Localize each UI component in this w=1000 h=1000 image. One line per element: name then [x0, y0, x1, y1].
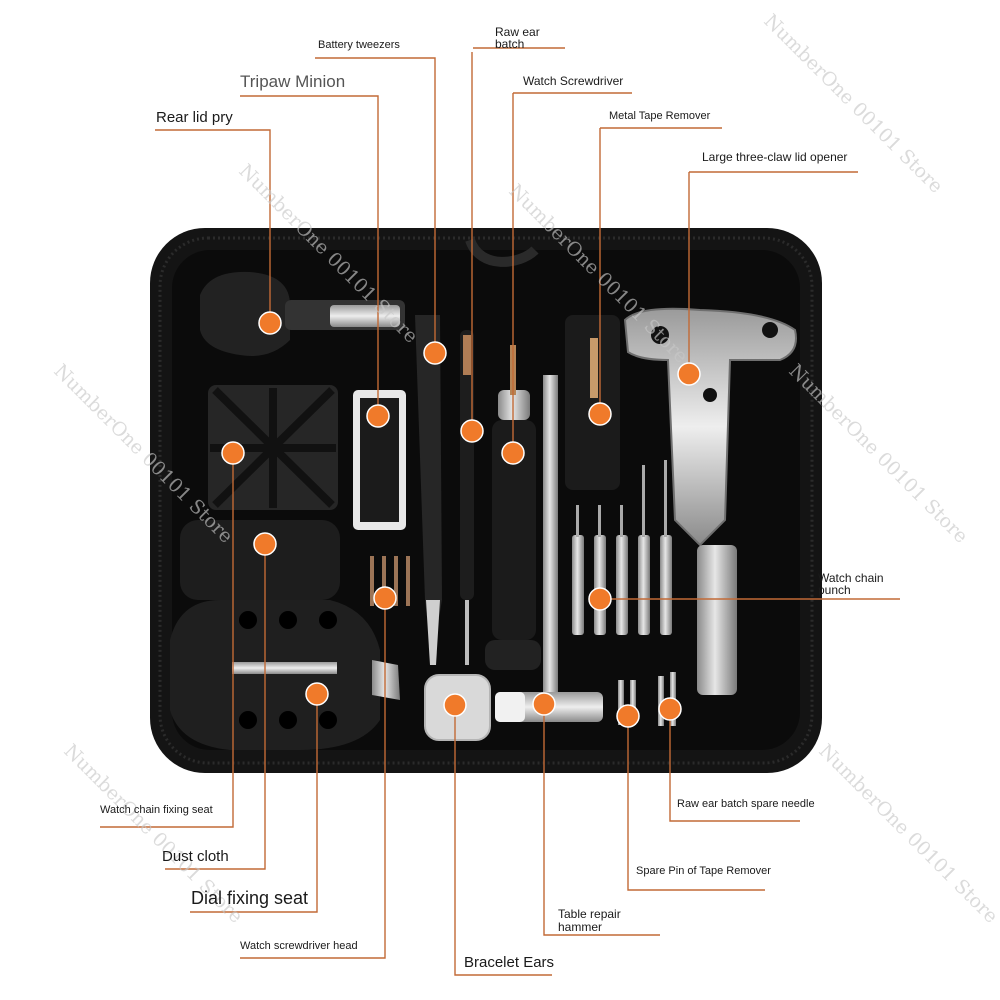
watch-chain-punch-pins [572, 460, 672, 635]
dial-fixing-seat-tool [170, 600, 400, 750]
label-raw-ear-batch-line2: batch [495, 37, 525, 51]
tripaw-minion-box [353, 390, 406, 530]
label-dial-fixing-seat: Dial fixing seat [191, 888, 309, 908]
watch-chain-fixing-seat-tool [208, 385, 338, 510]
label-raw-ear-batch-spare-needle: Raw ear batch spare needle [677, 798, 815, 810]
battery-tweezers [415, 315, 442, 665]
rear-lid-pry-tool [200, 271, 405, 356]
label-watch-screwdriver-head: Watch screwdriver head [240, 940, 358, 952]
label-table-repair-hammer-line2: hammer [558, 920, 603, 934]
label-raw-ear-batch-line1: Raw ear [495, 25, 540, 39]
callout-dots [221, 311, 701, 728]
screwdriver-heads [370, 556, 410, 606]
label-large-three-claw-lid-opener: Large three-claw lid opener [702, 150, 848, 164]
dust-cloth [180, 520, 340, 600]
label-table-repair-hammer-line1: Table repair [558, 907, 621, 921]
label-tripaw-minion: Tripaw Minion [240, 72, 346, 91]
label-watch-chain-fixing-seat: Watch chain fixing seat [100, 804, 213, 816]
leader-lines [100, 47, 900, 976]
label-metal-tape-remover: Metal Tape Remover [609, 110, 711, 122]
metal-tape-remover-tool [565, 315, 620, 490]
label-watch-screwdriver: Watch Screwdriver [523, 74, 624, 88]
raw-ear-batch-tool [460, 330, 474, 665]
label-dust-cloth: Dust cloth [162, 848, 229, 865]
three-claw-lid-opener [623, 307, 797, 695]
label-spare-pin-of-tape-remover: Spare Pin of Tape Remover [636, 865, 771, 877]
label-rear-lid-pry: Rear lid pry [156, 109, 233, 126]
label-battery-tweezers: Battery tweezers [318, 39, 400, 51]
label-watch-chain-punch-line1: Watch chain [818, 571, 884, 585]
label-watch-chain-punch-line2: punch [818, 583, 851, 597]
label-bracelet-ears: Bracelet Ears [464, 954, 555, 971]
